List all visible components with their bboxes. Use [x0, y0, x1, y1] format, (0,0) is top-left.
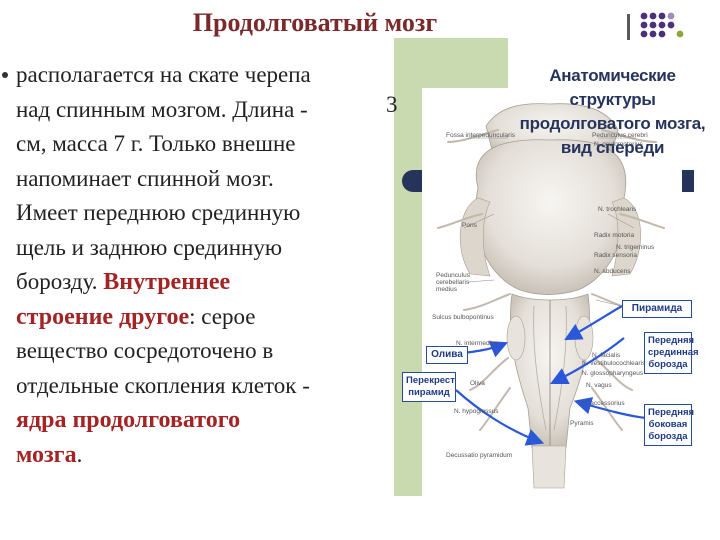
figure-title-line: продолговатого мозга, вид спереди	[519, 114, 706, 157]
latin-label: Decussatio pyramidum	[446, 452, 513, 459]
bullet-icon	[2, 72, 8, 78]
body-line: борозду. Внутреннее	[16, 265, 394, 300]
body-line: вещество сосредоточено в	[16, 338, 274, 363]
body-line: напоминает спинной мозг.	[16, 165, 274, 191]
body-line: см, масса 7 г. Только внешне	[16, 131, 296, 156]
highlight-text: строение другое	[16, 303, 190, 330]
latin-label: N. vagus	[586, 382, 612, 389]
latin-label: N. oculomotorius	[594, 141, 643, 148]
body-line: Имеет переднюю срединную	[16, 200, 301, 225]
latin-label: Sulcus bulbopontinus	[432, 314, 494, 321]
latin-label: N. intermedius	[456, 340, 498, 347]
latin-label: N. trochlearis	[598, 206, 637, 213]
latin-label: N. glossopharyngeus	[582, 370, 644, 377]
callout-anterior-median-fissure: Передняя срединная борозда	[644, 332, 699, 374]
highlight-text: Внутреннее	[103, 269, 231, 295]
latin-label: Pons	[462, 222, 477, 229]
callout-text: Передняя	[648, 407, 695, 418]
figure-title-line: Анатомические структуры	[549, 66, 676, 109]
callout-text: срединная	[648, 347, 699, 358]
callout-text: борозда	[648, 431, 688, 442]
callout-text: борозда	[648, 359, 688, 370]
latin-label: N. hypoglossus	[454, 408, 499, 415]
highlight-text: мозга	[16, 441, 77, 468]
callout-anterior-lateral-sulcus: Передняя боковая борозда	[644, 404, 695, 446]
callout-text: Пирамида	[631, 303, 683, 314]
slide-title: Продолговатый мозг	[192, 8, 438, 37]
body-line: над спинным мозгом. Длина -	[16, 96, 308, 122]
body-line: щель и заднюю срединную	[16, 234, 283, 260]
callout-olive: Олива	[426, 346, 468, 364]
latin-label: N. trigeminus	[616, 244, 655, 251]
latin-label: Oliva	[470, 380, 485, 387]
latin-label: N. facialis	[592, 352, 621, 359]
body-text-span: : серое	[189, 303, 256, 329]
latin-label: Pedunculus cerebri	[592, 132, 648, 139]
body-text-span: борозду.	[16, 269, 104, 294]
callout-text: Перекрест	[406, 375, 455, 386]
latin-label: Radix motoria	[594, 232, 635, 239]
brainstem-illustration	[422, 88, 682, 498]
latin-label: Pyramis	[570, 420, 594, 427]
body-line: отдельные скопления клеток -	[16, 372, 310, 398]
latin-label: Fossa interpeduncularis	[446, 132, 516, 139]
latin-label: Pedunculus cerebellaris medius	[436, 272, 470, 293]
body-line: ядра продолговатого	[16, 403, 394, 438]
latin-label: N. vestibulocochlearis	[582, 360, 646, 367]
body-text: располагается на скате черепа над спинны…	[16, 58, 394, 472]
title-divider	[627, 14, 630, 40]
callout-pyramid-decussation: Перекрест пирамид	[402, 372, 456, 402]
callout-pyramid: Пирамида	[622, 300, 692, 318]
figure-title: Анатомические структуры продолговатого м…	[505, 64, 720, 160]
decorative-dots-icon	[640, 12, 684, 38]
callout-text: боковая	[648, 419, 688, 430]
highlight-text: ядра продолговатого	[16, 407, 241, 433]
body-line: строение другое: серое	[16, 300, 394, 335]
decorative-navy-bar-left	[402, 170, 426, 192]
latin-label: Radix sensoria	[594, 252, 637, 259]
length-digit: 3	[386, 92, 398, 117]
callout-text: Передняя	[648, 335, 695, 346]
latin-label: N. accessorius	[582, 400, 625, 407]
callout-text: Олива	[431, 349, 463, 360]
callout-text: пирамид	[408, 387, 450, 398]
body-line: располагается на скате черепа	[16, 62, 311, 87]
body-text-span: .	[76, 441, 83, 467]
body-line: мозга.	[16, 438, 394, 473]
decorative-navy-bar-right	[680, 170, 694, 192]
latin-label: N. abducens	[594, 268, 631, 275]
